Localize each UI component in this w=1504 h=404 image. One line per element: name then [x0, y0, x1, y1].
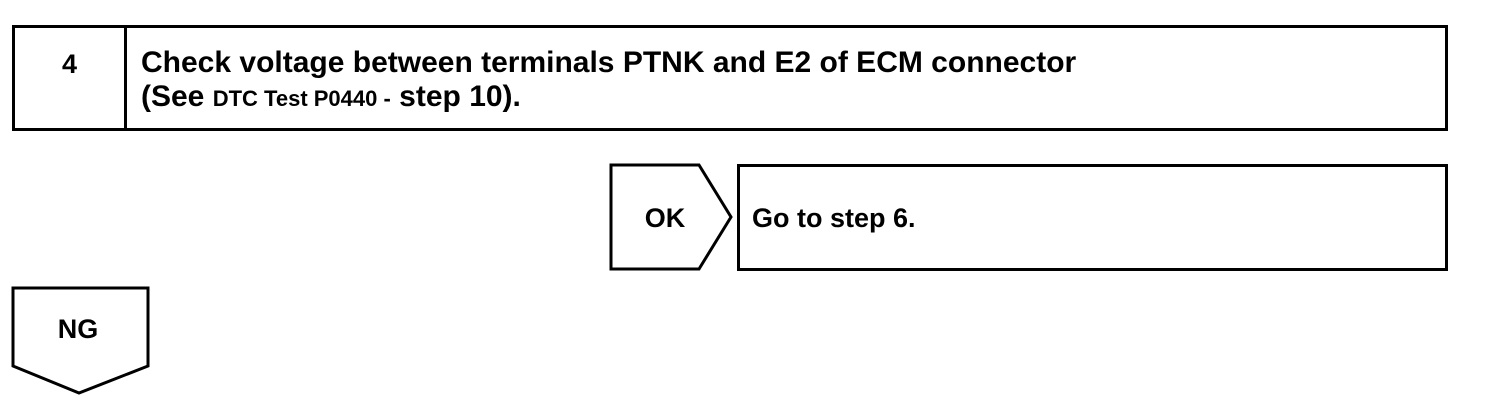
ok-result-box: Go to step 6.	[737, 164, 1448, 271]
step-instruction-line-1: Check voltage between terminals PTNK and…	[141, 46, 1077, 79]
step-instruction-line-2: (See DTC Test P0440 - step 10).	[141, 80, 1076, 116]
ng-arrow-shape	[11, 286, 150, 395]
ng-label: NG	[57, 314, 99, 344]
ok-action: Go to step 6.	[752, 203, 916, 233]
step-number: 4	[15, 28, 127, 128]
step-instruction: Check voltage between terminals PTNK and…	[141, 46, 1076, 116]
see-prefix: (See	[141, 80, 205, 113]
ok-arrow-shape	[609, 163, 733, 271]
step-reference: step 10).	[399, 80, 521, 113]
step-box: 4 Check voltage between terminals PTNK a…	[12, 25, 1448, 131]
dtc-reference: DTC Test P0440 -	[212, 86, 391, 111]
ok-label: OK	[644, 203, 686, 233]
